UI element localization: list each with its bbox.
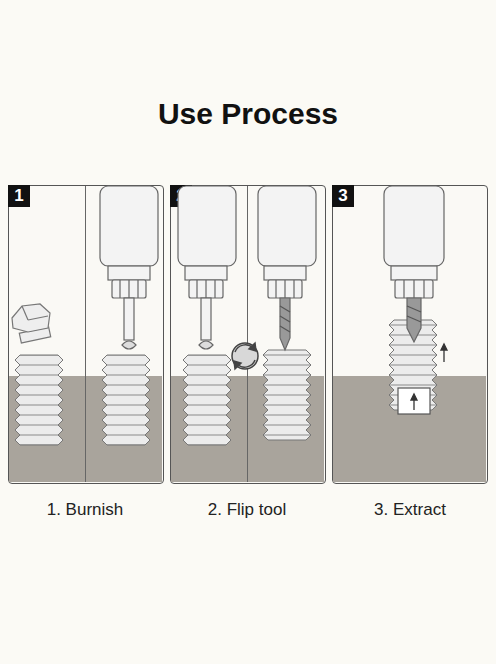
drill (122, 341, 136, 349)
threaded-shaft (102, 355, 150, 445)
threaded-shaft (15, 355, 63, 445)
divider (247, 186, 248, 482)
drill (403, 280, 404, 298)
drill (293, 280, 294, 298)
up-arrow (413, 398, 414, 410)
extract-pocket (398, 388, 430, 414)
extract-pocket (398, 388, 430, 414)
drill (280, 306, 290, 332)
flip-icon (235, 345, 253, 352)
flip-icon (237, 360, 255, 367)
step-panel: 3 (332, 185, 488, 484)
divider (85, 186, 86, 482)
flip-icon (232, 343, 258, 369)
drill (137, 280, 138, 298)
up-arrow (411, 394, 417, 400)
broken-bolt-head (22, 306, 28, 320)
drill (128, 280, 129, 298)
step-panel: 1 (8, 185, 164, 484)
up-arrow (441, 344, 447, 350)
drill (423, 280, 424, 298)
step-caption: 1. Burnish (10, 500, 160, 520)
drill (205, 280, 206, 298)
ground (9, 376, 162, 482)
drill (185, 266, 227, 280)
drill (284, 280, 285, 298)
drill (189, 280, 223, 298)
drill (100, 186, 158, 266)
drill (201, 298, 211, 340)
drill (264, 266, 306, 280)
threaded-shaft (183, 355, 231, 445)
drill (407, 306, 421, 322)
step-caption: 2. Flip tool (172, 500, 322, 520)
broken-bolt-head (12, 304, 51, 343)
drill (112, 280, 146, 298)
flip-icon (249, 343, 256, 351)
drill (178, 186, 236, 266)
drill (258, 186, 316, 266)
drill (196, 280, 197, 298)
threaded-shaft (263, 350, 311, 440)
flip-icon (232, 343, 258, 369)
divider (86, 186, 248, 482)
drill (214, 280, 215, 298)
drill (124, 298, 134, 340)
drill (199, 341, 213, 349)
drill (384, 186, 444, 266)
step-panel: 2 (170, 185, 326, 484)
drill (395, 280, 433, 298)
diagram-title: Use Process (0, 97, 496, 131)
broken-bolt-head (28, 316, 48, 320)
step-number: 2 (170, 185, 192, 207)
drill (100, 186, 444, 350)
drill (407, 298, 421, 342)
ground (9, 376, 486, 482)
step-number: 1 (8, 185, 30, 207)
flip-icon (234, 361, 241, 369)
drill (275, 280, 276, 298)
drill (391, 266, 437, 280)
drill (413, 280, 414, 298)
step-caption: 3. Extract (335, 500, 485, 520)
up-arrow (411, 344, 447, 410)
drill (119, 280, 120, 298)
up-arrow (443, 348, 444, 362)
drill (268, 280, 302, 298)
ground (171, 376, 324, 482)
ground (333, 376, 486, 482)
threaded-shaft (15, 320, 437, 445)
threaded-shaft (389, 320, 437, 410)
broken-bolt-head (19, 327, 50, 343)
drill (108, 266, 150, 280)
step-number: 3 (332, 185, 354, 207)
broken-bolt-head (12, 304, 50, 332)
drill (280, 298, 290, 350)
